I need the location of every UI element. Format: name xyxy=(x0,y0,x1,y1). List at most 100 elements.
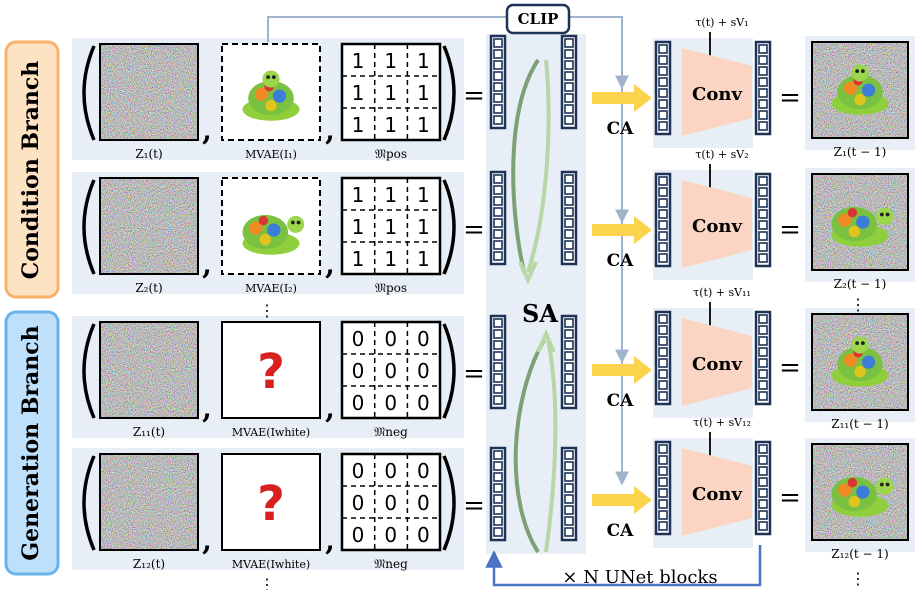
timestep-embedding-label: τ(t) + sV₁₁ xyxy=(693,286,751,299)
mask-cell: 0 xyxy=(417,523,430,547)
ca-token-column-token xyxy=(658,510,668,520)
ca-token-column-token xyxy=(658,521,668,531)
output-border xyxy=(811,41,909,139)
ca-token-column-token xyxy=(658,66,668,76)
ca-token-column-token xyxy=(658,121,668,131)
mask-cell: 0 xyxy=(384,359,397,383)
sa-token-column-token xyxy=(564,115,574,125)
input-token-column-token xyxy=(493,218,503,228)
noise-latent-noise xyxy=(100,44,198,140)
ca-arrow xyxy=(592,216,652,244)
mask-cell: 1 xyxy=(352,113,365,137)
ca-token-column-token xyxy=(658,220,668,230)
mask-cell: 1 xyxy=(352,183,365,207)
output-turtle-eye xyxy=(860,341,865,345)
output-turtle xyxy=(831,336,889,387)
ca-token-column-token xyxy=(658,187,668,197)
question-mark: ? xyxy=(257,476,285,532)
noise-latent-border xyxy=(99,43,199,141)
input-token-column-token xyxy=(493,229,503,239)
conv-token-column-token xyxy=(758,66,768,76)
conv-token-column-token xyxy=(758,55,768,65)
mask-cell: 0 xyxy=(352,459,365,483)
ca-token-column-token xyxy=(658,325,668,335)
condition-branch-text: Condition Branch xyxy=(18,61,44,280)
ellipsis-input-mid: ⋮ xyxy=(259,301,275,320)
noise-latent xyxy=(99,453,199,551)
sa-token-column-token xyxy=(564,93,574,103)
output-latent xyxy=(811,313,909,411)
input-token-column-token xyxy=(493,93,503,103)
unet-loop-label: × N UNet blocks xyxy=(562,567,717,588)
sa-token-column-token xyxy=(564,251,574,261)
ca-token-column-token xyxy=(658,380,668,390)
sa-arc-up-light xyxy=(544,339,558,553)
mask-cell: 1 xyxy=(352,247,365,271)
equals-sign: = xyxy=(463,81,485,111)
conv-token-column-token xyxy=(758,325,768,335)
latent-label: Z₁(t) xyxy=(135,147,162,161)
sa-token-column-token xyxy=(564,340,574,350)
output-turtle xyxy=(831,476,894,517)
mask-cell: 0 xyxy=(352,523,365,547)
ellipsis-output-bottom: ⋮ xyxy=(850,569,866,588)
mvae-label: MVAE(I₁) xyxy=(245,148,297,161)
ca-token-column-token xyxy=(658,347,668,357)
ca-token-column-token xyxy=(658,391,668,401)
question-mark: ? xyxy=(257,344,285,400)
input-token-column-token xyxy=(493,483,503,493)
conv-token-column-token xyxy=(758,391,768,401)
mask-cell: 1 xyxy=(417,247,430,271)
output-turtle-gear xyxy=(854,365,866,378)
ca-label: CA xyxy=(607,251,635,271)
input-token-column-token xyxy=(493,362,503,372)
mask-cell: 0 xyxy=(417,391,430,415)
input-token-column-token xyxy=(493,329,503,339)
sa-token-column-token xyxy=(564,218,574,228)
ca-token-column-token xyxy=(658,231,668,241)
mvae-label: MVAE(Iwhite) xyxy=(232,426,310,439)
output-turtle-eye xyxy=(855,341,860,345)
mask-cell: 1 xyxy=(352,49,365,73)
ca-token-column-token xyxy=(658,209,668,219)
input-token-column-token xyxy=(493,373,503,383)
conv-token-column-token xyxy=(758,187,768,197)
equals-sign: = xyxy=(779,483,801,513)
input-token-column xyxy=(489,446,507,542)
sa-token-column-token xyxy=(564,450,574,460)
output-turtle-eye xyxy=(860,69,865,73)
mask-cell: 0 xyxy=(352,359,365,383)
sa-token-column-token xyxy=(564,82,574,92)
output-noise xyxy=(811,443,909,541)
conv-token-column-token xyxy=(758,314,768,324)
input-token-column xyxy=(489,314,507,410)
output-label: Z₁(t − 1) xyxy=(834,145,887,159)
close-paren xyxy=(442,45,456,141)
conv-block xyxy=(682,448,752,536)
comma: , xyxy=(325,392,335,425)
latent-label: Z₁₂(t) xyxy=(133,557,165,571)
mask-cell: 1 xyxy=(417,49,430,73)
conv-token-column-token xyxy=(758,44,768,54)
sa-token-column-token xyxy=(564,329,574,339)
output-turtle-eye xyxy=(855,69,860,73)
condition-turtle-image-head xyxy=(287,215,305,233)
ca-token-column-token xyxy=(658,242,668,252)
latent-label: Z₁₁(t) xyxy=(133,425,165,439)
mask-cell: 0 xyxy=(384,327,397,351)
equals-sign: = xyxy=(463,491,485,521)
sa-token-column-token xyxy=(564,318,574,328)
input-token-column-token xyxy=(493,494,503,504)
mask-label: 𝔐neg xyxy=(374,425,408,439)
output-turtle-gear xyxy=(861,355,876,369)
mvae-label: MVAE(Iwhite) xyxy=(232,558,310,571)
sa-token-column-token xyxy=(564,395,574,405)
ca-label: CA xyxy=(607,391,635,411)
close-paren xyxy=(442,179,456,275)
condition-turtle-image-gear xyxy=(267,223,281,237)
input-token-column-token xyxy=(493,318,503,328)
mask-cell: 1 xyxy=(384,215,397,239)
